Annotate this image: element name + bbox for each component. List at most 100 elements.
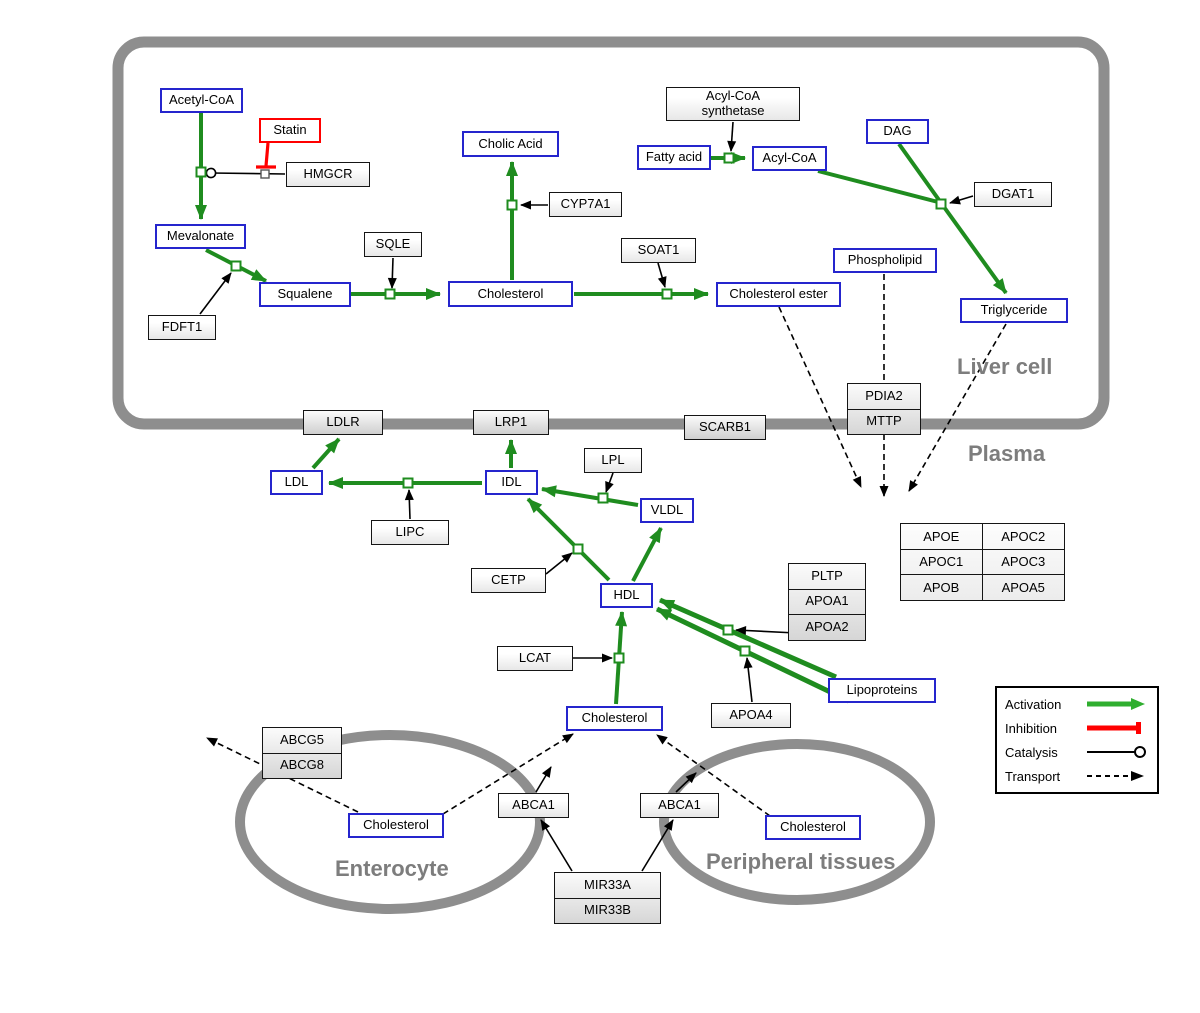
node-apoc3[interactable]: APOC3 (982, 548, 1064, 575)
catalysis-circle-icon (1087, 746, 1146, 758)
activation-arrow-icon (1087, 698, 1145, 710)
edge-hdl-vldl (631, 527, 663, 582)
node-lpl[interactable]: LPL (584, 448, 642, 473)
node-ldl[interactable]: LDL (270, 470, 323, 495)
catalysis-hmgcr (205, 167, 286, 179)
legend-activation-label: Activation (1005, 696, 1062, 712)
abcg-group: ABCG5 ABCG8 (262, 727, 342, 779)
node-soat1[interactable]: SOAT1 (621, 238, 696, 263)
pltp-apoa-group: PLTP APOA1 APOA2 (788, 563, 866, 641)
acyl-coa-synthetase-line2: synthetase (701, 103, 765, 118)
catalysis-cetp (545, 552, 573, 575)
node-pdia2[interactable]: PDIA2 (865, 387, 903, 403)
node-mttp[interactable]: MTTP (848, 408, 920, 435)
edge-lipoproteins-hdl-lower (655, 606, 851, 704)
node-phospholipid[interactable]: Phospholipid (833, 248, 937, 273)
edge-acylcoa-junction (817, 169, 939, 204)
catalysis-edges (199, 121, 974, 872)
node-apoe[interactable]: APOE (901, 524, 983, 549)
node-abca1-peripheral[interactable]: ABCA1 (640, 793, 719, 818)
node-lrp1[interactable]: LRP1 (473, 410, 549, 435)
node-apoa4[interactable]: APOA4 (711, 703, 791, 728)
node-squalene[interactable]: Squalene (259, 282, 351, 307)
regulation-mir33-abca1-right (641, 819, 674, 872)
node-cholesterol-plasma[interactable]: Cholesterol (566, 706, 663, 731)
catalysis-lpl (605, 472, 614, 493)
compartment-shapes (112, 36, 1110, 914)
node-apob[interactable]: APOB (901, 574, 983, 600)
legend-row-catalysis: Catalysis (997, 740, 1157, 764)
node-vldl[interactable]: VLDL (640, 498, 694, 523)
node-cholesterol-enterocyte[interactable]: Cholesterol (348, 813, 444, 838)
edge-hdl-idl (526, 497, 611, 582)
node-lcat[interactable]: LCAT (497, 646, 573, 671)
edge-dag-junction (897, 142, 941, 202)
node-mir33a[interactable]: MIR33A (584, 876, 631, 892)
regulation-mir33-abca1-left (540, 819, 573, 872)
node-mir33b[interactable]: MIR33B (555, 897, 660, 924)
edge-vldl-idl (541, 485, 639, 507)
node-apoc1[interactable]: APOC1 (901, 548, 983, 574)
transport-peripheral-cholesterol-to-plasma (656, 734, 771, 817)
node-lipc[interactable]: LIPC (371, 520, 449, 545)
node-apoa5[interactable]: APOA5 (982, 574, 1064, 600)
liver-cell-membrane (112, 36, 1110, 430)
node-apoa1[interactable]: APOA1 (789, 588, 865, 615)
enterocyte-membrane (235, 730, 545, 914)
node-sqle[interactable]: SQLE (364, 232, 422, 257)
transport-dashed-arrow-icon (1087, 771, 1144, 781)
node-abca1-enterocyte[interactable]: ABCA1 (498, 793, 569, 818)
node-cholesterol-ester[interactable]: Cholesterol ester (716, 282, 841, 307)
inhibition-edge (256, 142, 276, 169)
catalysis-soat1 (657, 262, 667, 288)
node-acetyl-coa[interactable]: Acetyl-CoA (160, 88, 243, 113)
node-ldlr[interactable]: LDLR (303, 410, 383, 435)
enterocyte-label: Enterocyte (335, 856, 449, 881)
node-hmgcr[interactable]: HMGCR (286, 162, 370, 187)
node-acyl-coa[interactable]: Acyl-CoA (752, 146, 827, 171)
catalysis-abca1-right (675, 772, 697, 793)
node-fatty-acid[interactable]: Fatty acid (637, 145, 711, 170)
pdia2-mttp-group: PDIA2 MTTP (847, 383, 921, 435)
node-cholesterol-liver[interactable]: Cholesterol (448, 281, 573, 307)
node-dag[interactable]: DAG (866, 119, 929, 144)
legend-catalysis-label: Catalysis (1005, 744, 1058, 760)
transport-enterocyte-cholesterol-to-plasma (442, 733, 574, 815)
node-cholesterol-peripheral[interactable]: Cholesterol (765, 815, 861, 840)
legend-transport-label: Transport (1005, 768, 1061, 784)
node-abcg8[interactable]: ABCG8 (263, 752, 341, 779)
node-apoc2[interactable]: APOC2 (1001, 528, 1046, 544)
catalysis-sqle (387, 257, 397, 289)
node-acyl-coa-synthetase[interactable]: Acyl-CoA synthetase (666, 87, 800, 121)
catalysis-fdft1 (199, 272, 232, 315)
transport-cholesterol-ester-to-plasma (778, 306, 862, 488)
node-apoa2[interactable]: APOA2 (789, 614, 865, 640)
node-cholic-acid[interactable]: Cholic Acid (462, 131, 559, 157)
catalysis-apo-stack (735, 626, 797, 635)
node-idl[interactable]: IDL (485, 470, 538, 495)
peripheral-tissues-label: Peripheral tissues (706, 849, 896, 874)
node-abcg5[interactable]: ABCG5 (279, 731, 325, 747)
node-lipoproteins[interactable]: Lipoproteins (828, 678, 936, 703)
node-hdl[interactable]: HDL (600, 583, 653, 608)
node-cyp7a1[interactable]: CYP7A1 (549, 192, 622, 217)
node-statin[interactable]: Statin (259, 118, 321, 143)
legend-row-inhibition: Inhibition (997, 716, 1157, 740)
transport-triglyceride-to-plasma (908, 323, 1007, 492)
node-fdft1[interactable]: FDFT1 (148, 315, 216, 340)
node-pltp[interactable]: PLTP (811, 567, 843, 583)
catalysis-acylcoa-synthetase (727, 121, 737, 152)
catalysis-abca1-left (535, 766, 552, 793)
catalysis-apoa4 (743, 657, 753, 703)
statin-target-anchor (260, 169, 270, 179)
edge-ldl-ldlr (311, 437, 341, 470)
node-mevalonate[interactable]: Mevalonate (155, 224, 246, 249)
legend-row-activation: Activation (997, 692, 1157, 716)
plasma-label: Plasma (968, 441, 1046, 466)
node-dgat1[interactable]: DGAT1 (974, 182, 1052, 207)
node-cetp[interactable]: CETP (471, 568, 546, 593)
node-scarb1[interactable]: SCARB1 (684, 415, 766, 440)
node-triglyceride[interactable]: Triglyceride (960, 298, 1068, 323)
